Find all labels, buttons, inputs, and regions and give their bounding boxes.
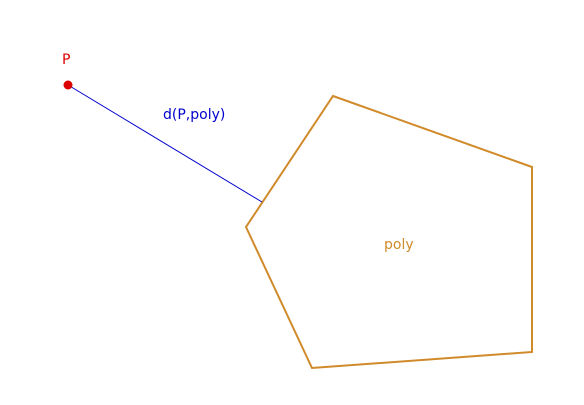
point-p-label: P xyxy=(62,52,70,68)
distance-label: d(P,poly) xyxy=(163,107,225,123)
distance-segment xyxy=(67,84,263,203)
point-p-marker xyxy=(63,80,73,90)
polygon-label: poly xyxy=(384,237,414,253)
polygon-shape xyxy=(244,94,533,370)
